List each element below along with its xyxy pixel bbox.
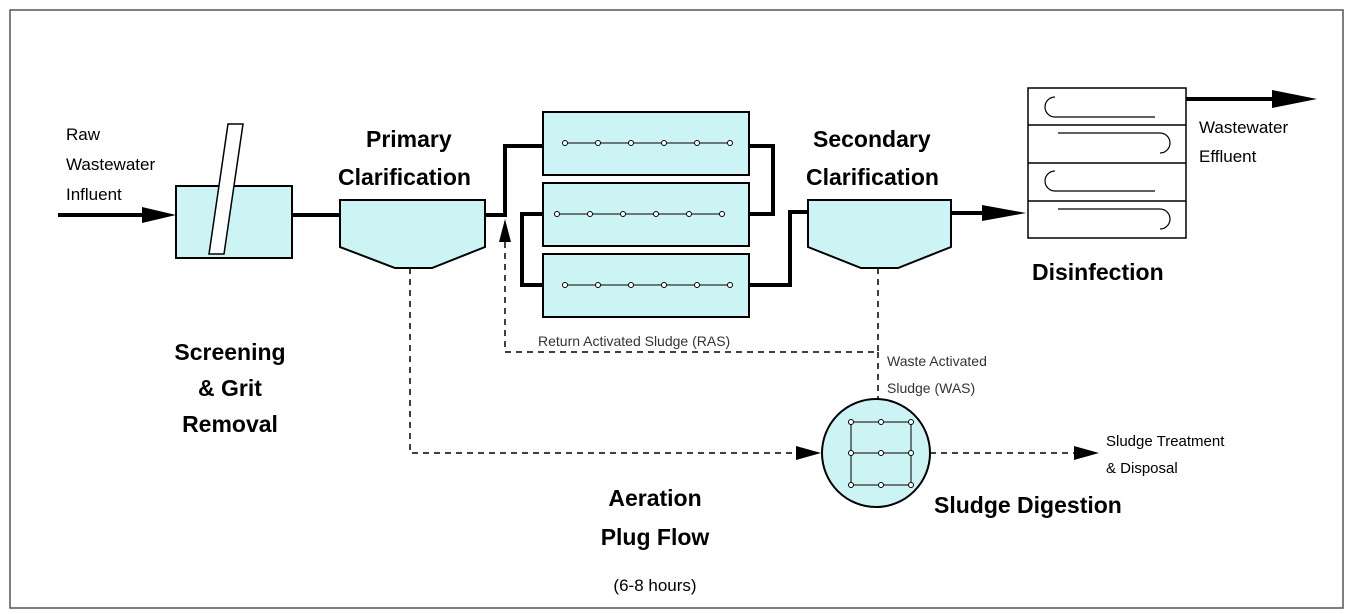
primary-label-line2: Clarification [338,164,471,190]
effluent-arrow [1186,90,1317,108]
effluent-label-line2: Effluent [1199,147,1257,166]
raw-label-line3: Influent [66,185,122,204]
aeration-label-line2: Plug Flow [601,524,710,550]
aeration-label-line1: Aeration [608,485,701,511]
was-label-line2: Sludge (WAS) [887,380,975,396]
sludge-treatment-label-line1: Sludge Treatment [1106,433,1225,450]
aeration-basin-2 [542,182,750,247]
screening-label-line3: Removal [182,411,278,437]
aeration-basin-3 [542,253,750,318]
raw-label-line1: Raw [66,125,101,144]
disinfection-label: Disinfection [1032,259,1164,285]
sludge-treatment-label-line2: & Disposal [1106,460,1178,477]
was-label-line1: Waste Activated [887,353,987,369]
disposal-line [930,446,1099,460]
screening-label-line1: Screening [174,339,285,365]
effluent-label-line1: Wastewater [1199,118,1288,137]
pipe-aeration-to-secondary [749,210,808,287]
secondary-label-line2: Clarification [806,164,939,190]
aeration-basin-1 [542,111,750,176]
screening-label-line2: & Grit [198,375,262,401]
influent-arrow [58,207,176,223]
disinfection-tank [1027,87,1187,239]
primary-label-line1: Primary [366,126,452,152]
arrow-secondary-to-disinfection [951,205,1026,221]
secondary-clarifier [807,199,952,269]
pipe-primary-to-aeration [485,144,543,217]
secondary-label-line1: Secondary [813,126,931,152]
sludge-digestion-label: Sludge Digestion [934,492,1122,518]
screening-tank [175,123,293,259]
primary-sludge-line [409,268,821,460]
primary-clarifier [339,199,486,269]
aeration-time-label: (6-8 hours) [613,576,696,595]
ras-label: Return Activated Sludge (RAS) [538,333,730,349]
pipe-aeration-serpentine [520,144,775,287]
ras-return-line [499,219,879,353]
sludge-digester [821,398,931,508]
raw-label-line2: Wastewater [66,155,155,174]
